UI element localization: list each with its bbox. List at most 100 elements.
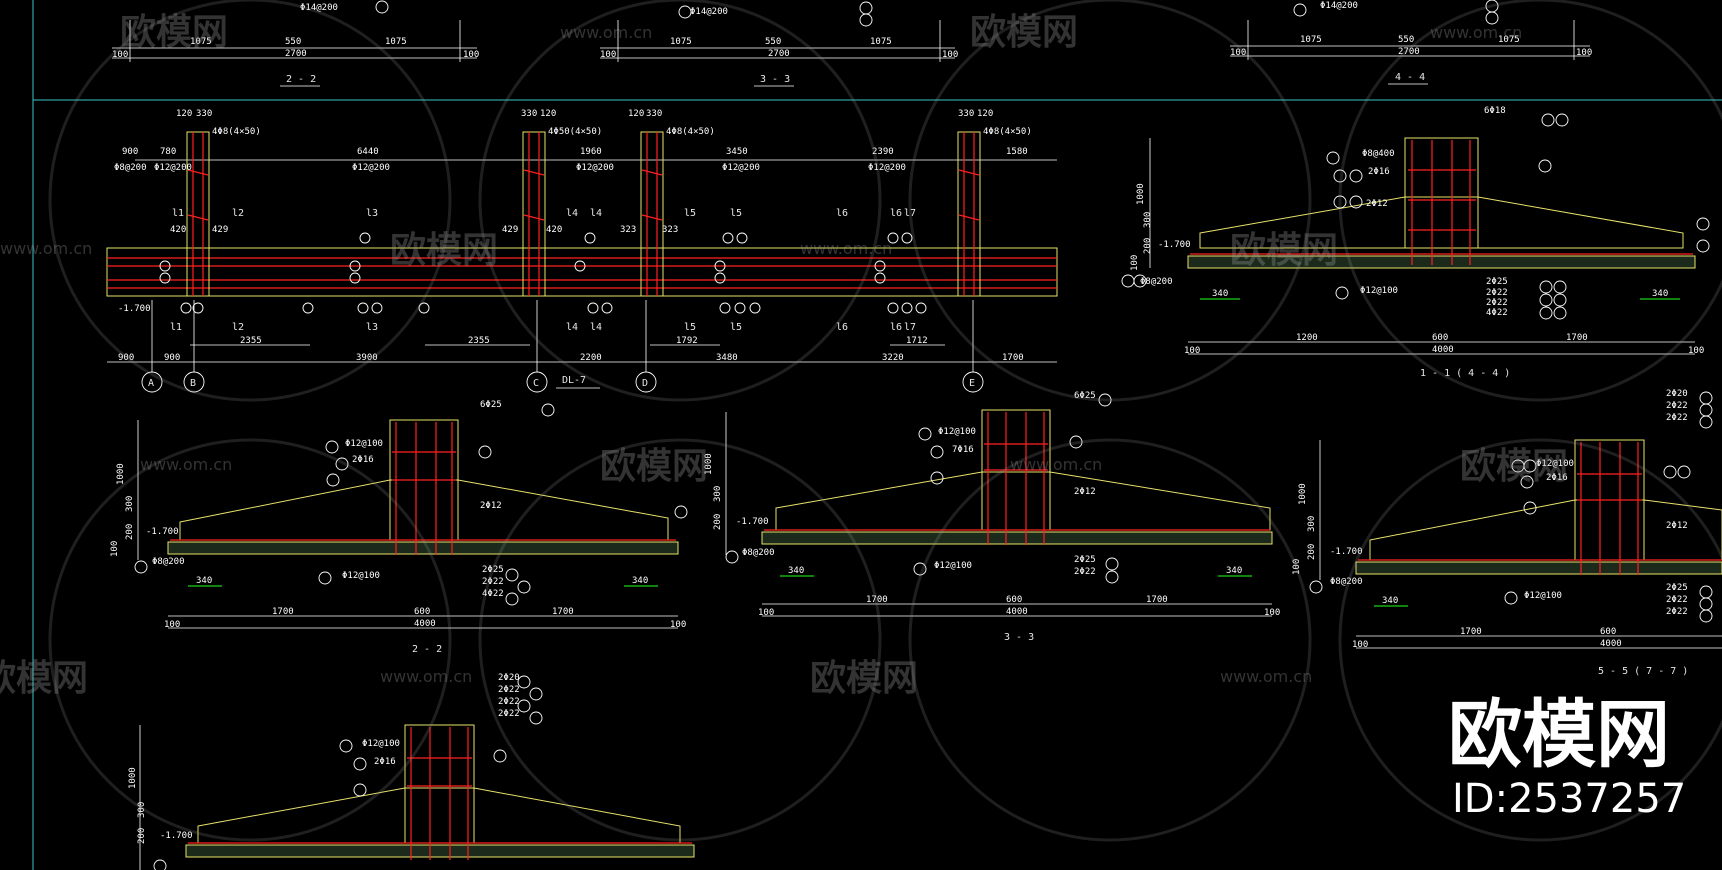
top3-dim-1: 1075 (1300, 35, 1322, 45)
s22-spec-8: 4Φ22 (482, 589, 504, 599)
top1-total: 2700 (285, 49, 307, 59)
small-dim-5: 323 (620, 225, 636, 235)
s33-h3: 200 (713, 514, 723, 530)
s33-spec-3: 2Φ12 (1074, 487, 1096, 497)
wm-brand-8: 欧模网 (810, 658, 918, 699)
top1-edge-right: 100 (463, 50, 479, 60)
beam-level: -1.700 (118, 304, 151, 314)
wm-domain-1: www.om.cn (560, 23, 652, 42)
s11-h2: 300 (1143, 212, 1153, 228)
span-bot-8: l6 (836, 322, 848, 333)
top2-dim-2: 550 (765, 37, 781, 47)
col-spec-4: 4Φ8(4×50) (983, 127, 1032, 137)
s33-part-1: 1700 (866, 595, 888, 605)
s11-top-note: 6Φ18 (1484, 106, 1506, 116)
s11-spec-4: Φ8@200 (1140, 277, 1173, 287)
s11-h4: 100 (1130, 255, 1140, 271)
top-section-1: 100 1075 550 1075 100 2700 Φ14@200 2 - 2 (112, 0, 479, 87)
top3-spec: Φ14@200 (1320, 1, 1358, 11)
inner-dim-2: 2355 (468, 336, 490, 346)
s33-spec-6: 2Φ25 (1074, 555, 1096, 565)
s22-spec-2: 2Φ16 (352, 455, 374, 465)
s11-label: 1 - 1 ( 4 - 4 ) (1420, 368, 1510, 379)
beam-bot-dim-6: 3220 (882, 353, 904, 363)
s33-spec-7: 2Φ22 (1074, 567, 1096, 577)
axis-b: B (190, 378, 196, 389)
s11-spec-8: 2Φ22 (1486, 298, 1508, 308)
top2-dim-3: 1075 (870, 37, 892, 47)
axis-c: C (533, 378, 539, 389)
section-5-5[interactable]: 1000 300 200 100 -1.700 2Φ20 2Φ22 2Φ22 Φ… (1292, 389, 1722, 677)
section-3-3[interactable]: 1000 300 200 -1.700 6Φ25 Φ12@100 7Φ16 2Φ… (704, 391, 1280, 643)
span-top-9: l6 (890, 208, 902, 219)
inner-dim-3: 1792 (676, 336, 698, 346)
col-tag-1: 120 (176, 109, 192, 119)
top3-dim-3: 1075 (1498, 35, 1520, 45)
wm-domain-5: www.om.cn (140, 455, 232, 474)
col-tag-6: 330 (646, 109, 662, 119)
s33-label: 3 - 3 (1004, 632, 1034, 643)
span-bot-5: l4 (590, 322, 602, 333)
small-dim-2: 429 (212, 225, 228, 235)
s33-part-3: 1700 (1146, 595, 1168, 605)
s33-total: 4000 (1006, 607, 1028, 617)
s11-spec-5: Φ12@100 (1360, 286, 1398, 296)
s22-green-right: 340 (632, 576, 648, 586)
span-bot-1: l1 (170, 322, 182, 333)
s55-spec-3: Φ12@100 (1536, 459, 1574, 469)
beam-top-dim-2: 780 (160, 147, 176, 157)
s11-h1: 1000 (1136, 183, 1146, 205)
s22-top-note: 6Φ25 (480, 400, 502, 410)
top2-label: 3 - 3 (760, 74, 790, 85)
s22-part-1: 1700 (272, 607, 294, 617)
s55-spec-8: 2Φ25 (1666, 583, 1688, 593)
s33-h2: 300 (713, 486, 723, 502)
wm-brand-4: 欧模网 (1230, 230, 1338, 271)
s22-part-2: 600 (414, 607, 430, 617)
section-partial-bottom[interactable]: 1000 300 200 -1.700 2Φ20 2Φ22 2Φ22 2Φ22 … (128, 673, 695, 870)
span-top-8: l6 (836, 208, 848, 219)
s22-h1: 1000 (116, 463, 126, 485)
axis-d: D (642, 378, 648, 389)
s33-edge-right: 100 (1264, 608, 1280, 618)
s33-spec-5: Φ12@100 (934, 561, 972, 571)
beam-column-4 (957, 131, 981, 297)
wm-brand-2: 欧模网 (970, 12, 1078, 53)
brand-logo-text: 欧模网 (1448, 692, 1670, 778)
s22-spec-1: Φ12@100 (345, 439, 383, 449)
span-bot-6: l5 (684, 322, 696, 333)
beam-top-dim-1: 900 (122, 147, 138, 157)
sp-spec-2: 2Φ22 (498, 697, 520, 707)
wm-brand-6: 欧模网 (1460, 446, 1568, 487)
section-1-1[interactable]: 1000 300 200 100 -1.700 6Φ18 Φ8@400 2Φ16… (1121, 106, 1710, 379)
col-tag-4: 120 (540, 109, 556, 119)
beam-top-dim-5: 3450 (726, 147, 748, 157)
s55-spec-9: 2Φ22 (1666, 595, 1688, 605)
s55-spec-7: Φ12@100 (1524, 591, 1562, 601)
s55-spec-1: 2Φ22 (1666, 401, 1688, 411)
s11-h3: 200 (1143, 238, 1153, 254)
top-section-2: 100 1075 550 1075 100 2700 Φ14@200 3 - 3 (600, 1, 958, 87)
beam-bot-dim-4: 2200 (580, 353, 602, 363)
s55-h1: 1000 (1298, 483, 1308, 505)
top1-spec: Φ14@200 (300, 3, 338, 13)
top3-total: 2700 (1398, 47, 1420, 57)
s11-part-2: 600 (1432, 333, 1448, 343)
s22-spec-3: 2Φ12 (480, 501, 502, 511)
wm-brand-7: 欧模网 (0, 658, 88, 699)
s22-h2: 300 (125, 496, 135, 512)
beam-bot-dim-1: 900 (118, 353, 134, 363)
section-2-2[interactable]: 1000 300 200 100 -1.700 6Φ25 Φ12@100 2Φ1… (110, 400, 688, 655)
small-dim-6: 323 (662, 225, 678, 235)
small-dim-1: 420 (170, 225, 186, 235)
top-section-3: 100 1075 550 1075 100 2700 Φ14@200 4 - 4 (1230, 0, 1592, 85)
beam-column-1 (186, 131, 210, 297)
top3-edge-left: 100 (1230, 48, 1246, 58)
beam-elevation[interactable]: 120 330 330 120 120 330 330 120 4Φ8(4×50… (106, 109, 1058, 393)
col-spec-1: 4Φ8(4×50) (212, 127, 261, 137)
beam-spec-4: Φ12@200 (576, 163, 614, 173)
small-dim-4: 420 (546, 225, 562, 235)
s33-edge-left: 100 (758, 608, 774, 618)
beam-top-dim-7: 1580 (1006, 147, 1028, 157)
